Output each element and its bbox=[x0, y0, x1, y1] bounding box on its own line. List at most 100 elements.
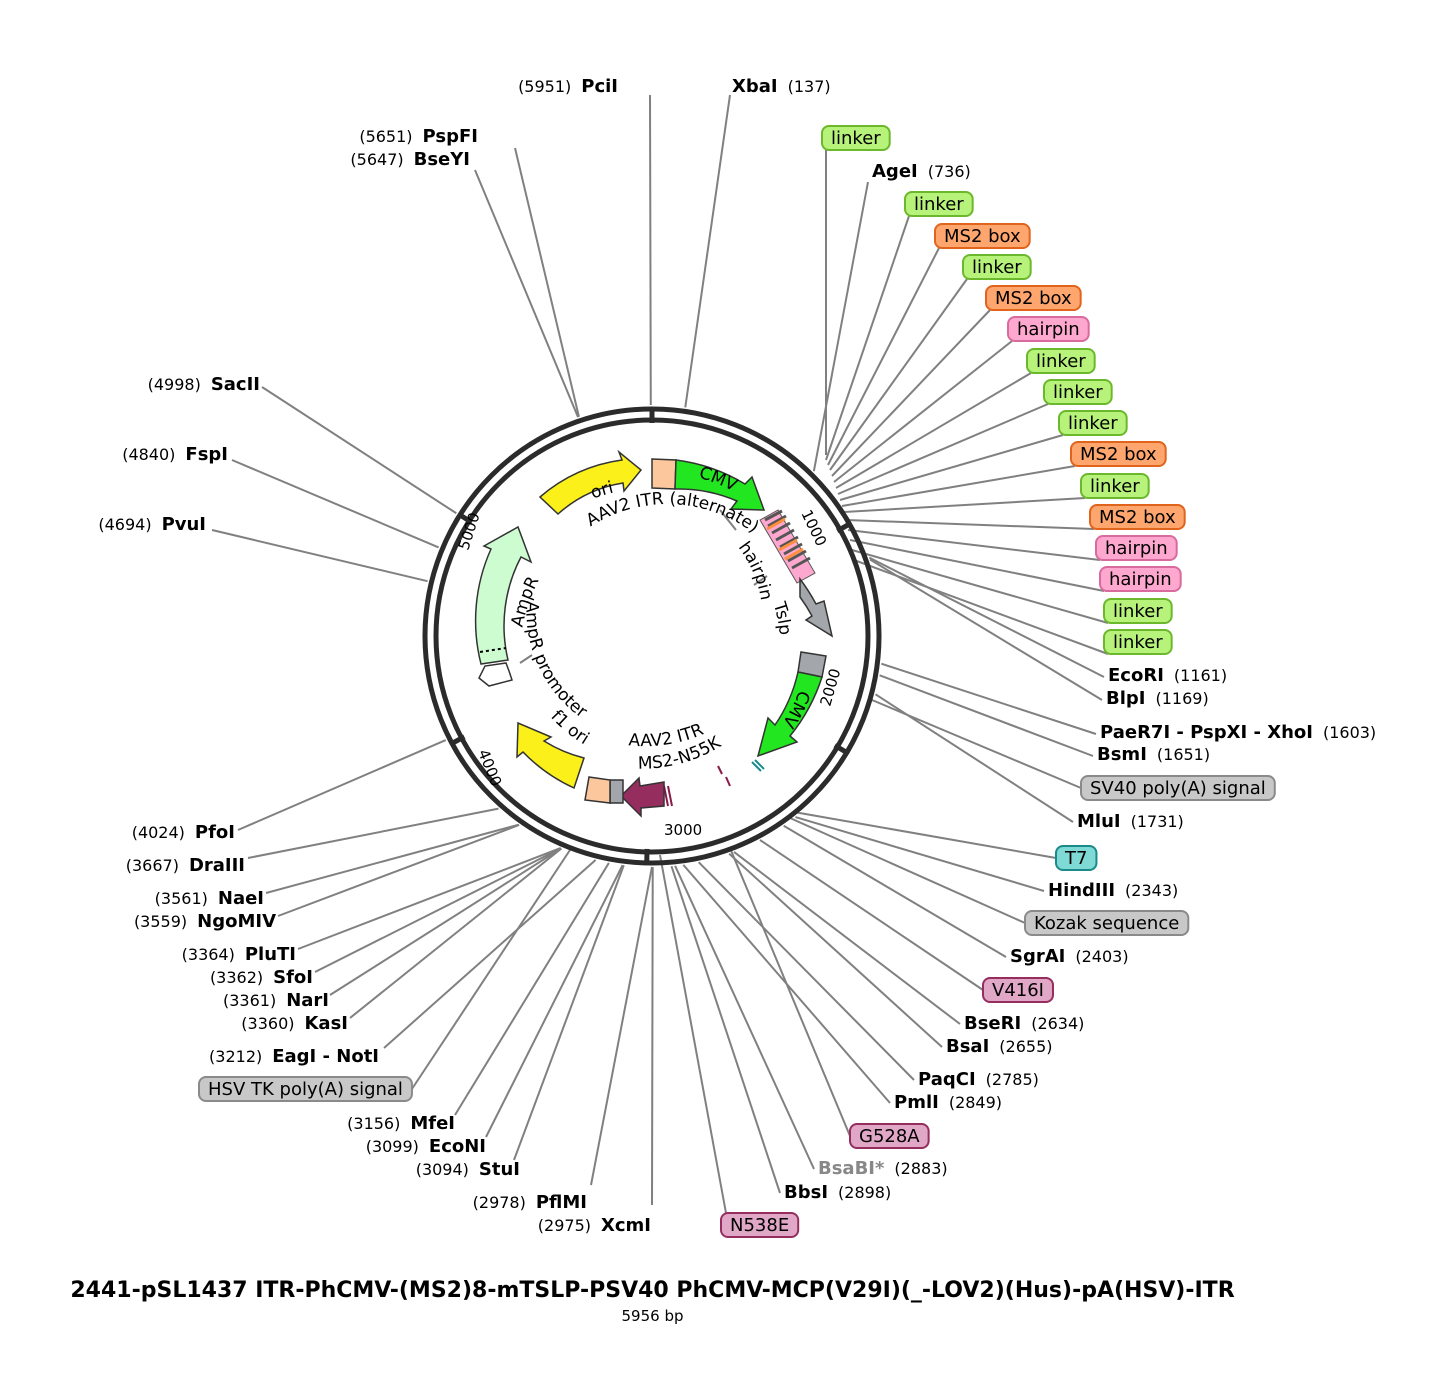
site-name: PciI bbox=[581, 76, 618, 97]
site-position: (4024) bbox=[132, 823, 185, 842]
tick-label-3000: 3000 bbox=[664, 821, 702, 839]
site-bsmi: BsmI(1651) bbox=[1097, 744, 1210, 765]
tick-label-1000: 1000 bbox=[797, 507, 830, 549]
site-name: BseYI bbox=[414, 149, 470, 170]
site-lead bbox=[684, 94, 731, 408]
site-name: BsmI bbox=[1097, 744, 1147, 765]
site-lead bbox=[868, 556, 1105, 678]
feature-label-box bbox=[1055, 845, 1098, 871]
feature-label-text: linker bbox=[1053, 382, 1103, 403]
feature-label-text: N538E bbox=[730, 1215, 789, 1236]
feature-label-kozak-sequence: Kozak sequence bbox=[1024, 910, 1190, 936]
site-lead bbox=[590, 866, 653, 1186]
feature-label-n538e: N538E bbox=[720, 1212, 800, 1238]
feature-label-hsv-tk-poly-a-signal: HSV TK poly(A) signal bbox=[198, 1076, 413, 1102]
site-eagi-noti: EagI - NotI(3212) bbox=[209, 1046, 379, 1067]
site-position: (3094) bbox=[416, 1160, 469, 1179]
site-name: PluTI bbox=[245, 944, 296, 965]
feature-label-box bbox=[849, 1123, 930, 1149]
feature-label-text: hairpin bbox=[1017, 319, 1080, 340]
site-name: PfoI bbox=[195, 822, 235, 843]
site-pluti: PluTI(3364) bbox=[182, 944, 296, 965]
site-paqci: PaqCI(2785) bbox=[918, 1069, 1039, 1090]
site-lead bbox=[728, 852, 943, 1048]
hus-block bbox=[609, 779, 624, 804]
feature-label-box bbox=[1103, 629, 1173, 655]
site-ngomiv: NgoMIV(3559) bbox=[134, 911, 276, 932]
feature-label-v416i: V416I bbox=[982, 977, 1054, 1003]
cmv-arrow-1 bbox=[674, 459, 766, 511]
feature-label-text: linker bbox=[831, 128, 881, 149]
site-name: BsaBI* bbox=[818, 1158, 885, 1179]
feature-lead bbox=[849, 539, 1105, 592]
site-lead bbox=[697, 861, 915, 1081]
feature-lead bbox=[833, 340, 1013, 483]
site-lead bbox=[297, 847, 561, 950]
site-lead bbox=[869, 558, 1103, 701]
feature-label-box bbox=[1089, 504, 1186, 530]
site-position: (4694) bbox=[98, 515, 151, 534]
feature-lead bbox=[845, 519, 1095, 530]
mutation-marks bbox=[663, 765, 731, 807]
kozak-t7-marks bbox=[751, 759, 765, 772]
site-lead bbox=[231, 459, 440, 549]
site-lead bbox=[383, 859, 597, 1049]
site-name: BlpI bbox=[1106, 688, 1145, 709]
feature-label-box bbox=[1080, 775, 1276, 801]
feature-label-text: MS2 box bbox=[1099, 507, 1176, 528]
site-name: StuI bbox=[479, 1159, 520, 1180]
site-position: (5951) bbox=[518, 77, 571, 96]
feature-label-text: hairpin bbox=[1105, 538, 1168, 559]
site-lead bbox=[277, 824, 520, 917]
site-position: (3099) bbox=[366, 1137, 419, 1156]
feature-lead bbox=[847, 529, 1101, 561]
ori-arrow bbox=[538, 449, 643, 516]
feature-lead bbox=[793, 811, 1057, 859]
site-hindiii: HindIII(2343) bbox=[1048, 880, 1178, 901]
feature-label-box bbox=[934, 223, 1031, 249]
site-pspfi: PspFI(5651) bbox=[359, 126, 478, 147]
site-position: (2978) bbox=[473, 1193, 526, 1212]
site-position: (3362) bbox=[210, 968, 263, 987]
tslp-arrow bbox=[799, 576, 834, 638]
site-lead bbox=[237, 739, 447, 831]
feature-lead bbox=[837, 403, 1049, 495]
feature-label-box bbox=[1099, 566, 1182, 592]
feature-lead bbox=[829, 278, 968, 471]
restriction-site-labels: PciI(5951)XbaI(137)PspFI(5651)BseYI(5647… bbox=[98, 76, 1376, 1236]
site-lead bbox=[454, 862, 610, 1116]
feature-label-sv40-poly-a-signal: SV40 poly(A) signal bbox=[1080, 775, 1276, 801]
feature-label-text: linker bbox=[1113, 632, 1163, 653]
site-name: XcmI bbox=[601, 1215, 651, 1236]
feature-label-text: MS2 box bbox=[944, 226, 1021, 247]
feature-label-box bbox=[720, 1212, 800, 1238]
feature-label-t7: T7 bbox=[1055, 845, 1098, 871]
site-lead bbox=[211, 529, 428, 583]
site-pflmi: PflMI(2978) bbox=[473, 1192, 587, 1213]
site-position: (3212) bbox=[209, 1047, 262, 1066]
feature-label-hairpin: hairpin bbox=[1095, 535, 1178, 561]
label-hairpin: hairpin bbox=[734, 538, 776, 602]
site-bsai: BsaI(2655) bbox=[946, 1036, 1052, 1057]
feature-label-box bbox=[1103, 598, 1173, 624]
feature-label-text: linker bbox=[1068, 413, 1118, 434]
site-sfoi: SfoI(3362) bbox=[210, 967, 313, 988]
feature-lead bbox=[659, 854, 727, 1214]
feature-lead bbox=[843, 497, 1086, 513]
site-position: (3559) bbox=[134, 912, 187, 931]
site-nari: NarI(3361) bbox=[223, 990, 329, 1011]
site-pmli: PmlI(2849) bbox=[894, 1092, 1002, 1113]
feature-label-box bbox=[1043, 379, 1113, 405]
site-position: (4840) bbox=[122, 445, 175, 464]
feature-label-linker: linker bbox=[1103, 598, 1173, 624]
feature-lead bbox=[729, 847, 851, 1137]
site-bseri: BseRI(2634) bbox=[964, 1013, 1084, 1034]
site-xbai: XbaI(137) bbox=[732, 76, 831, 97]
site-position: (2883) bbox=[894, 1159, 947, 1178]
site-lead bbox=[514, 147, 580, 418]
site-lead bbox=[649, 94, 652, 406]
site-blpi: BlpI(1169) bbox=[1106, 688, 1209, 709]
feature-label-box bbox=[821, 125, 891, 151]
label-ampr-promoter: AmpR promoter bbox=[521, 601, 590, 723]
